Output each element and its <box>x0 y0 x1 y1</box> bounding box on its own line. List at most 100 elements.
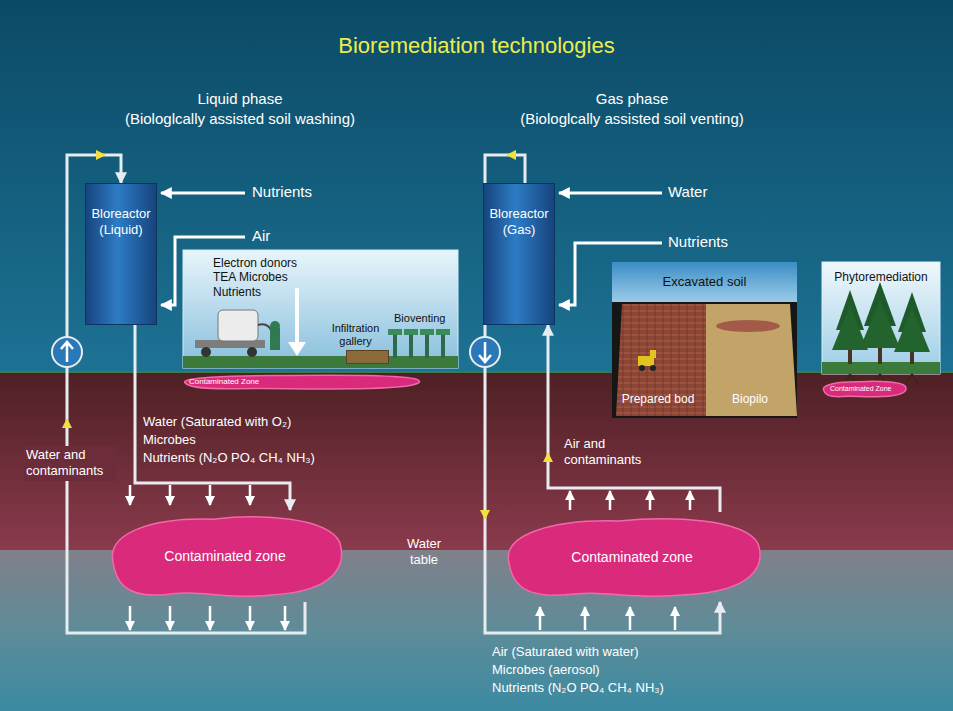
distribution-arrow <box>284 606 287 630</box>
bioreactor-column: Bloreactor (Gas) <box>483 183 555 325</box>
distribution-arrow <box>609 491 612 510</box>
contaminated-zone: Contaminated zone <box>498 512 766 602</box>
distribution-arrow <box>249 606 252 630</box>
soil-washing-inset <box>409 334 413 358</box>
annotation-label: Water <box>668 183 707 202</box>
distribution-arrow <box>129 606 132 630</box>
excavated-soil-panel <box>612 262 797 418</box>
flow-direction-marker <box>62 150 553 520</box>
distribution-arrow <box>629 607 632 630</box>
phytoremediation-panel: Phytoremediation <box>822 262 940 292</box>
feed-arrow <box>559 192 662 195</box>
pump-symbol <box>61 342 73 362</box>
annotation-label: (Biologlcally assisted soil venting) <box>482 110 782 129</box>
distribution-arrow <box>649 491 652 510</box>
distribution-arrow <box>584 607 587 630</box>
soil-washing-inset <box>393 334 397 358</box>
excavated-soil-panel: Excavated soilPrepared bodBiopilo <box>612 262 797 302</box>
distribution-arrow <box>539 607 542 630</box>
annotation-label: Bioventing <box>394 312 445 326</box>
infiltration-gallery: Infiltration gallery <box>318 322 393 366</box>
contaminated-zone: Contaminated zone <box>103 510 347 602</box>
soil-washing-inset <box>201 347 211 357</box>
feed-arrow <box>161 193 662 305</box>
diagram-title: Bioremediation technologies <box>0 32 953 60</box>
sky-ground <box>0 372 953 550</box>
soil-washing-inset <box>288 342 306 356</box>
feed-arrow <box>559 243 662 305</box>
annotation-label: Gas phase <box>542 90 722 109</box>
distribution-arrow <box>569 491 572 510</box>
annotation-label: Nutrients (N₂O PO₄ CH₄ NH₃) <box>143 450 315 466</box>
pump-symbol <box>470 337 500 367</box>
flow-direction-marker <box>543 452 553 462</box>
pipe-connector <box>67 155 305 633</box>
soil-washing-inset <box>270 328 280 350</box>
excavated-soil-panel <box>716 320 780 332</box>
flow-direction-marker <box>506 150 516 160</box>
phytoremediation-panel <box>894 308 930 352</box>
flow-direction-marker <box>96 150 106 160</box>
annotation-label: Liquid phase <box>150 90 330 109</box>
soil-washing-inset <box>270 321 280 331</box>
pump-symbol <box>52 337 500 367</box>
distribution-arrow <box>209 485 212 505</box>
soil-washing-inset <box>436 329 450 335</box>
feed-arrow <box>161 192 245 195</box>
soil-washing-inset <box>388 329 402 335</box>
annotation-label: Water (Saturated with O₂) <box>143 414 291 430</box>
contamination-plume <box>185 375 420 389</box>
annotation-label: Air (Saturated with water) <box>492 644 639 660</box>
annotation-label: Microbes (aerosol) <box>492 662 600 678</box>
distribution-arrow <box>129 485 132 505</box>
excavated-soil-panel <box>612 262 797 418</box>
phytoremediation-panel <box>860 300 900 348</box>
annotation-label: Nutrients <box>252 183 312 202</box>
soil-washing-panel: Electron donors TEA Microbes NutrientsIn… <box>183 250 458 356</box>
distribution-arrow <box>209 606 212 630</box>
soil-washing-inset <box>404 329 418 335</box>
node-text: Contaminated zone <box>164 548 285 565</box>
soil-washing-inset <box>218 310 258 341</box>
annotation-label: Nutrients <box>668 233 728 252</box>
pump-symbol <box>479 342 491 362</box>
node-text: Electron donors TEA Microbes Nutrients <box>213 256 307 299</box>
distribution-arrow <box>169 606 172 630</box>
phytoremediation-panel <box>878 348 882 364</box>
soil-washing-inset <box>183 356 458 368</box>
excavated-soil-panel <box>650 365 656 371</box>
bioreactor-column: Bloreactor (Liquid) <box>85 183 157 325</box>
annotation-label: Air <box>252 227 270 246</box>
node-text: Excavated soil <box>612 274 797 290</box>
node-text: Infiltration gallery <box>318 322 393 348</box>
phytoremediation-panel <box>822 262 940 386</box>
node-text: Phytoremediation <box>822 270 940 284</box>
annotation-label: Air and contaminants <box>564 436 664 469</box>
annotation-label: (Biologlcally assisted soil washing) <box>90 110 390 129</box>
phytoremediation-panel <box>822 262 940 374</box>
distribution-arrow <box>689 491 692 510</box>
flow-direction-marker <box>62 418 72 428</box>
distribution-arrow <box>169 485 172 505</box>
excavated-soil-panel <box>612 262 797 302</box>
soil-washing-inset <box>420 329 434 335</box>
node-text: Contaminated zone <box>571 549 692 566</box>
gallery-trench <box>346 350 389 364</box>
soil-washing-inset <box>441 334 445 358</box>
pipe-connector <box>548 325 720 512</box>
node-text: Contaminated Zone <box>189 377 259 387</box>
excavated-soil-panel <box>650 350 656 358</box>
annotation-label: Nutrients (N₂O PO₄ CH₄ NH₃) <box>492 680 664 696</box>
soil-washing-inset <box>258 324 272 332</box>
node-text: Biopilo <box>708 392 792 406</box>
contaminated-zone: Contaminated Zone <box>820 380 908 398</box>
contamination-plume <box>112 517 341 596</box>
excavated-soil-panel <box>639 365 645 371</box>
contamination-plume <box>508 519 760 597</box>
distribution-arrow <box>249 485 252 505</box>
soil-washing-inset <box>183 250 458 368</box>
annotation-label: Water and contaminants <box>24 446 116 481</box>
